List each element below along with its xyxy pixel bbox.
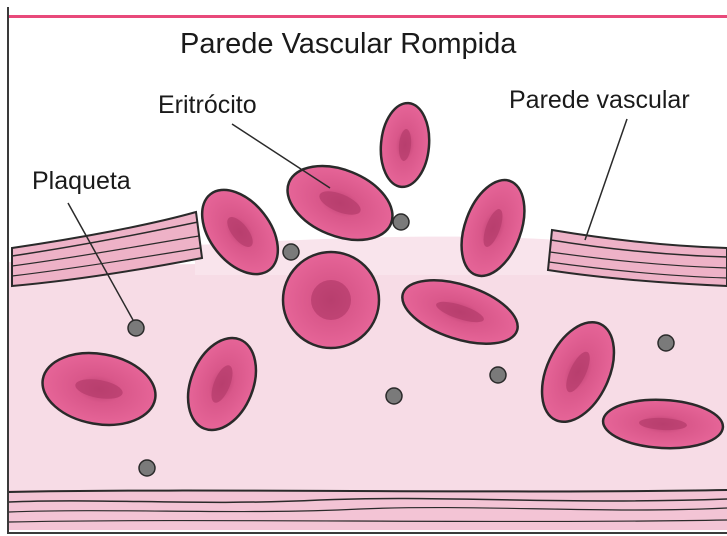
erythrocyte-label: Eritrócito <box>158 91 257 120</box>
bottom-vessel-wall <box>9 490 727 530</box>
platelet <box>139 460 155 476</box>
erythrocyte-cell <box>377 101 432 189</box>
platelet <box>658 335 674 351</box>
diagram-title: Parede Vascular Rompida <box>180 28 516 61</box>
vessel-wall-leader-line <box>585 119 627 240</box>
platelet <box>490 367 506 383</box>
vessel-wall-label: Parede vascular <box>509 86 690 115</box>
erythrocyte-leader-line <box>232 124 330 188</box>
platelet-label: Plaqueta <box>32 167 131 196</box>
platelet <box>283 244 299 260</box>
platelet <box>386 388 402 404</box>
platelet <box>128 320 144 336</box>
erythrocyte-cell <box>283 252 379 348</box>
platelet <box>393 214 409 230</box>
